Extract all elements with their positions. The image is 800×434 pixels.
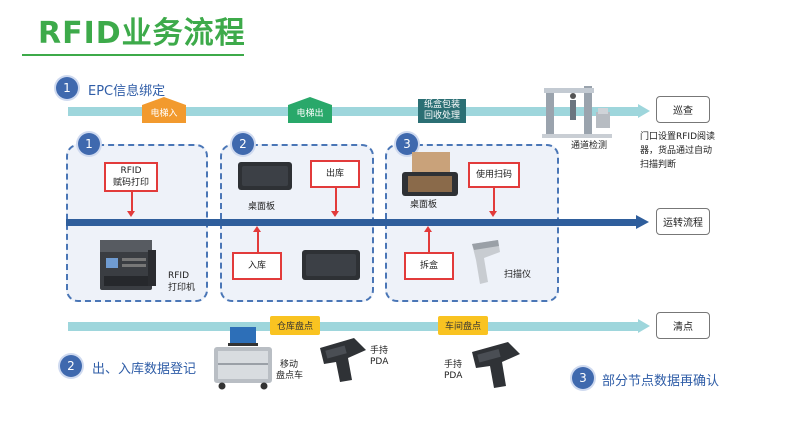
cart-label-line2: 盘点车: [276, 371, 304, 381]
section-3-badge: 3: [572, 367, 594, 389]
arrow-print-line: [131, 192, 133, 212]
printer-label-line2: 打印机: [168, 283, 196, 293]
tag-warehouse-count: 仓库盘点: [270, 316, 320, 335]
tag-workshop-count: 车间盘点: [438, 316, 488, 335]
end-box-patrol: 巡查: [656, 96, 710, 123]
desktop-reader-box-icon: [402, 152, 458, 196]
box-rfid-print: RFID 赋码打印: [104, 162, 158, 192]
pda-1-label-line1: 手持: [370, 346, 389, 356]
pda-1-label: 手持 PDA: [370, 346, 388, 368]
tag-elevator-out-label: 电梯出: [296, 109, 324, 119]
box-outbound: 出库: [310, 160, 360, 188]
barcode-scanner-icon: [472, 240, 500, 284]
tag-carton-line2: 回收处理: [423, 111, 460, 121]
end-box-operation-flow: 运转流程: [656, 208, 710, 235]
gate-detector-icon: [542, 86, 612, 138]
cart-label-line1: 移动: [280, 360, 299, 370]
printer-label-line1: RFID: [168, 271, 190, 281]
panel-2-badge: 2: [232, 133, 254, 155]
pda-2-label-line1: 手持: [444, 360, 463, 370]
pda-2-label: 手持 PDA: [444, 360, 462, 382]
desktop-reader-icon-1: [238, 162, 292, 190]
middle-flow-arrowhead: [636, 215, 649, 229]
tag-elevator-in: 电梯入: [142, 97, 186, 123]
top-flow-arrowhead: [638, 104, 650, 118]
box-inbound: 入库: [232, 252, 282, 280]
arrow-print-head: [127, 211, 135, 217]
tag-carton-line1: 纸盒包装: [423, 100, 460, 110]
arrow-inbound-head: [253, 226, 261, 232]
box-unbox: 拆盒: [404, 252, 454, 280]
patrol-note-line1: 门口设置RFID阅读: [640, 132, 716, 142]
end-box-inventory: 清点: [656, 312, 710, 339]
arrow-use-scan-head: [489, 211, 497, 217]
section-1-badge: 1: [56, 77, 78, 99]
arrow-inbound-line: [257, 232, 259, 252]
arrow-outbound-line: [335, 188, 337, 212]
patrol-note-line2: 器，货品通过自动: [640, 146, 713, 156]
tag-elevator-in-shape: [142, 97, 186, 123]
tag-elevator-in-label: 电梯入: [150, 109, 178, 119]
section-3-label: 部分节点数据再确认: [602, 374, 720, 389]
desktop-reader-icon-2: [302, 250, 360, 280]
scanner-label: 扫描仪: [504, 270, 532, 280]
rfid-printer-icon: [100, 240, 156, 290]
tag-elevator-out-shape: [288, 97, 332, 123]
page-title: RFID业务流程: [38, 16, 246, 51]
top-flow-bar: [68, 107, 638, 116]
box-rfid-print-line1: RFID: [120, 166, 142, 176]
printer-label: RFID 打印机: [168, 270, 195, 294]
title-underline: [22, 54, 244, 56]
pda-2-label-line2: PDA: [444, 371, 463, 381]
arrow-unbox-head: [424, 226, 432, 232]
pda-1-label-line2: PDA: [370, 357, 389, 367]
desk-reader-label-1: 桌面板: [248, 202, 276, 212]
middle-flow-bar: [66, 219, 636, 226]
panel-3-badge: 3: [396, 133, 418, 155]
arrow-outbound-head: [331, 211, 339, 217]
section-1-label: EPC信息绑定: [88, 84, 166, 99]
box-use-scan: 使用扫码: [468, 162, 520, 188]
tag-carton-recycle: 纸盒包装 回收处理: [418, 99, 466, 123]
bottom-flow-arrowhead: [638, 319, 650, 333]
mobile-cart-icon: [214, 327, 272, 390]
handheld-pda-icon-2: [472, 342, 520, 388]
patrol-note: 门口设置RFID阅读 器，货品通过自动 扫描判断: [640, 130, 715, 172]
cart-label: 移动 盘点车: [276, 360, 303, 382]
desk-reader-label-2: 桌面板: [410, 200, 438, 210]
bottom-flow-bar: [68, 322, 638, 331]
panel-1-badge: 1: [78, 133, 100, 155]
tag-elevator-out: 电梯出: [288, 97, 332, 123]
handheld-pda-icon-1: [320, 338, 366, 382]
patrol-note-line3: 扫描判断: [640, 160, 677, 170]
section-2-label: 出、入库数据登记: [92, 362, 197, 377]
section-2-badge: 2: [60, 355, 82, 377]
box-rfid-print-line2: 赋码打印: [112, 178, 149, 188]
arrow-use-scan-line: [493, 188, 495, 212]
gate-label: 通道检测: [571, 141, 608, 151]
arrow-unbox-line: [428, 232, 430, 252]
